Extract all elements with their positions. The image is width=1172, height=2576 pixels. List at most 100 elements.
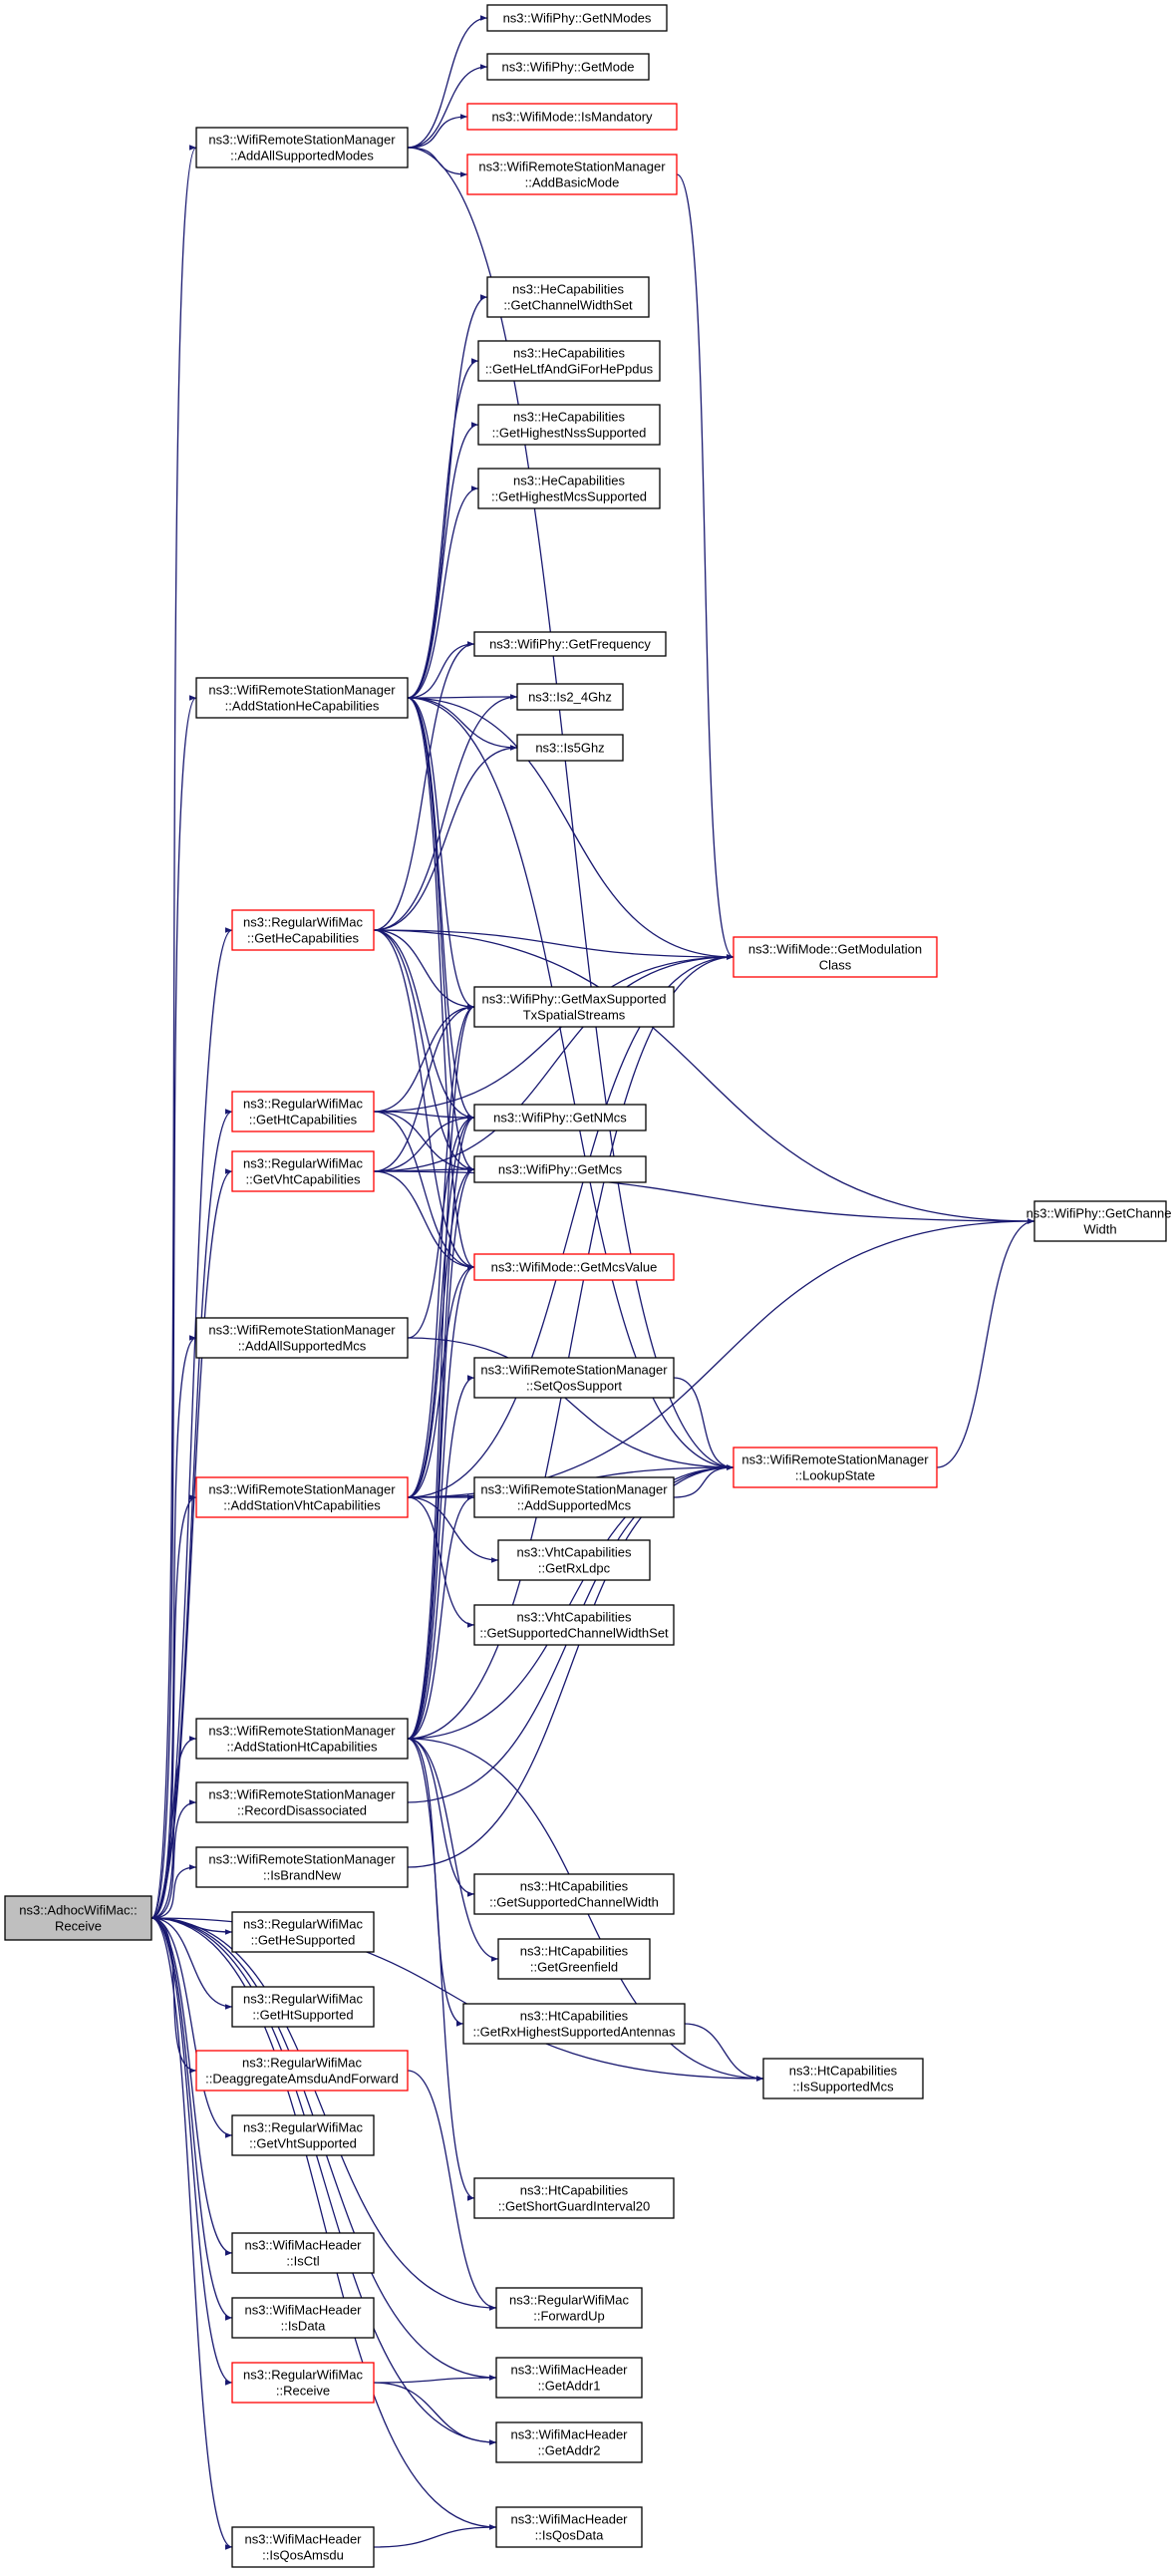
node-box [495, 2287, 643, 2329]
node-label-line: ::GetRxHighestSupportedAntennas [472, 2025, 676, 2040]
node-label-line: ns3::HeCapabilities [512, 282, 625, 297]
edge-aasm-to-lks [407, 1337, 734, 1470]
node-ibn[interactable]: ns3::WifiRemoteStationManager::IsBrandNe… [195, 1846, 409, 1888]
node-label-line: ::GetHeSupported [251, 1933, 356, 1948]
edge-rghe-to-is5 [373, 745, 518, 931]
edge-recv-to-ars [150, 145, 197, 1919]
node-rrecv[interactable]: ns3::RegularWifiMac::Receive [231, 2362, 375, 2404]
node-gmst[interactable]: ns3::WifiPhy::GetMaxSupportedTxSpatialSt… [473, 986, 675, 1028]
node-gfreq[interactable]: ns3::WifiPhy::GetFrequency [473, 631, 667, 657]
node-daf[interactable]: ns3::RegularWifiMac::DeaggregateAmsduAnd… [195, 2050, 409, 2092]
node-box [732, 1447, 938, 1488]
node-rgvht[interactable]: ns3::RegularWifiMac::GetVhtCapabilities [231, 1150, 375, 1192]
node-hemcs[interactable]: ns3::HeCapabilities::GetHighestMcsSuppor… [477, 468, 661, 509]
node-label-line: ns3::WifiRemoteStationManager [478, 160, 666, 174]
edge-rght-to-gmc [373, 954, 734, 1113]
node-box [473, 1253, 675, 1281]
node-gmcs[interactable]: ns3::WifiPhy::GetMcs [473, 1155, 647, 1183]
node-gmode[interactable]: ns3::WifiPhy::GetMode [486, 53, 650, 81]
node-isdata[interactable]: ns3::WifiMacHeader::IsData [231, 2297, 375, 2339]
edge-aasm-to-gnmcs [407, 1115, 475, 1339]
node-label-line: ns3::HeCapabilities [513, 474, 626, 488]
node-ismand[interactable]: ns3::WifiMode::IsMandatory [466, 103, 678, 131]
node-recv[interactable]: ns3::AdhocWifiMac::Receive [4, 1895, 152, 1941]
node-htrx[interactable]: ns3::HtCapabilities::GetRxHighestSupport… [462, 2003, 686, 2045]
node-ga1[interactable]: ns3::WifiMacHeader::GetAddr1 [495, 2357, 643, 2399]
node-asht[interactable]: ns3::WifiRemoteStationManager::AddStatio… [195, 1718, 409, 1760]
node-label-line: ns3::WifiRemoteStationManager [741, 1452, 929, 1467]
node-ghes[interactable]: ns3::RegularWifiMac::GetHeSupported [231, 1911, 375, 1953]
node-box [497, 1539, 651, 1581]
edge-asht-to-htgf [407, 1738, 499, 1962]
node-heltf[interactable]: ns3::HeCapabilities::GetHeLtfAndGiForHeP… [477, 340, 661, 382]
node-gnmcs[interactable]: ns3::WifiPhy::GetNMcs [473, 1104, 647, 1131]
node-gcw[interactable]: ns3::WifiPhy::GetChannelWidth [1026, 1200, 1172, 1242]
node-htcw[interactable]: ns3::HtCapabilities::GetSupportedChannel… [473, 1873, 675, 1915]
node-ghts[interactable]: ns3::RegularWifiMac::GetHtSupported [231, 1986, 375, 2028]
node-label-line: ::SetQosSupport [526, 1379, 622, 1394]
node-rght[interactable]: ns3::RegularWifiMac::GetHtCapabilities [231, 1091, 375, 1132]
node-asm[interactable]: ns3::WifiRemoteStationManager::AddSuppor… [473, 1476, 675, 1518]
node-hecw[interactable]: ns3::HeCapabilities::GetChannelWidthSet [486, 276, 650, 318]
node-vhtrx[interactable]: ns3::VhtCapabilities::GetRxLdpc [497, 1539, 651, 1581]
node-htsgi[interactable]: ns3::HtCapabilities::GetShortGuardInterv… [473, 2177, 675, 2219]
edge-recv-to-rrecv [150, 1917, 233, 2386]
node-lks[interactable]: ns3::WifiRemoteStationManager::LookupSta… [732, 1447, 938, 1488]
node-box [473, 1357, 675, 1399]
node-henss[interactable]: ns3::HeCapabilities::GetHighestNssSuppor… [477, 404, 661, 446]
node-label-line: ::GetAddr1 [538, 2379, 601, 2394]
node-box [477, 468, 661, 509]
node-label-line: ns3::RegularWifiMac [243, 915, 363, 930]
edge-recv-to-ghts [150, 1917, 233, 2010]
edge-rghe-to-gmc [373, 929, 734, 960]
node-isqa[interactable]: ns3::WifiMacHeader::IsQosAmsdu [231, 2526, 375, 2568]
edge-rghe-to-gmcs [373, 929, 475, 1172]
edge-ashe-to-is24 [407, 694, 518, 700]
node-label-line: ::GetHtCapabilities [249, 1113, 358, 1127]
node-box [486, 276, 650, 318]
node-abm[interactable]: ns3::WifiRemoteStationManager::AddBasicM… [466, 154, 678, 195]
node-label-line: ns3::WifiRemoteStationManager [208, 1482, 396, 1497]
node-isctl[interactable]: ns3::WifiMacHeader::IsCtl [231, 2232, 375, 2274]
edge-rgvht-to-gmv [373, 1170, 475, 1270]
node-is24[interactable]: ns3::Is2_4Ghz [516, 683, 624, 711]
node-box [762, 2058, 924, 2099]
edge-daf-to-fwup [407, 2070, 497, 2311]
node-box [195, 1846, 409, 1888]
node-isqd[interactable]: ns3::WifiMacHeader::IsQosData [495, 2506, 643, 2548]
edge-recv-to-ibn [150, 1864, 197, 1919]
edge-rrecv-to-ga2 [373, 2382, 497, 2445]
node-is5[interactable]: ns3::Is5Ghz [516, 734, 624, 762]
node-aasm[interactable]: ns3::WifiRemoteStationManager::AddAllSup… [195, 1317, 409, 1359]
node-rdis[interactable]: ns3::WifiRemoteStationManager::RecordDis… [195, 1781, 409, 1823]
node-label-line: ::GetVhtSupported [249, 2136, 357, 2151]
node-ga2[interactable]: ns3::WifiMacHeader::GetAddr2 [495, 2421, 643, 2463]
node-ashe[interactable]: ns3::WifiRemoteStationManager::AddStatio… [195, 677, 409, 719]
edge-rgvht-to-gmc [373, 954, 734, 1172]
node-htgf[interactable]: ns3::HtCapabilities::GetGreenfield [497, 1938, 651, 1980]
node-label-line: ::IsSupportedMcs [792, 2080, 894, 2094]
edge-rghe-to-is24 [373, 694, 518, 931]
node-gmv[interactable]: ns3::WifiMode::GetMcsValue [473, 1253, 675, 1281]
node-gvhts[interactable]: ns3::RegularWifiMac::GetVhtSupported [231, 2114, 375, 2156]
edge-asvht-to-gmcs [407, 1166, 475, 1498]
node-label-line: ns3::RegularWifiMac [243, 1097, 363, 1112]
node-asvht[interactable]: ns3::WifiRemoteStationManager::AddStatio… [195, 1476, 409, 1518]
node-htism[interactable]: ns3::HtCapabilities::IsSupportedMcs [762, 2058, 924, 2099]
node-box [473, 1104, 647, 1131]
edge-recv-to-rghe [150, 927, 233, 1919]
node-label-line: ns3::RegularWifiMac [509, 2293, 629, 2308]
node-label-line: ns3::WifiPhy::GetNModes [503, 11, 652, 26]
node-ars[interactable]: ns3::WifiRemoteStationManager::AddAllSup… [195, 127, 409, 168]
node-label-line: ns3::Is2_4Ghz [528, 690, 612, 705]
node-rghe[interactable]: ns3::RegularWifiMac::GetHeCapabilities [231, 909, 375, 951]
node-box [516, 734, 624, 762]
node-sqs[interactable]: ns3::WifiRemoteStationManager::SetQosSup… [473, 1357, 675, 1399]
node-box [195, 677, 409, 719]
node-vhtcw[interactable]: ns3::VhtCapabilities::GetSupportedChanne… [473, 1604, 675, 1646]
node-gnm[interactable]: ns3::WifiPhy::GetNModes [486, 4, 668, 32]
node-label-line: ::GetRxLdpc [538, 1561, 611, 1576]
node-fwup[interactable]: ns3::RegularWifiMac::ForwardUp [495, 2287, 643, 2329]
